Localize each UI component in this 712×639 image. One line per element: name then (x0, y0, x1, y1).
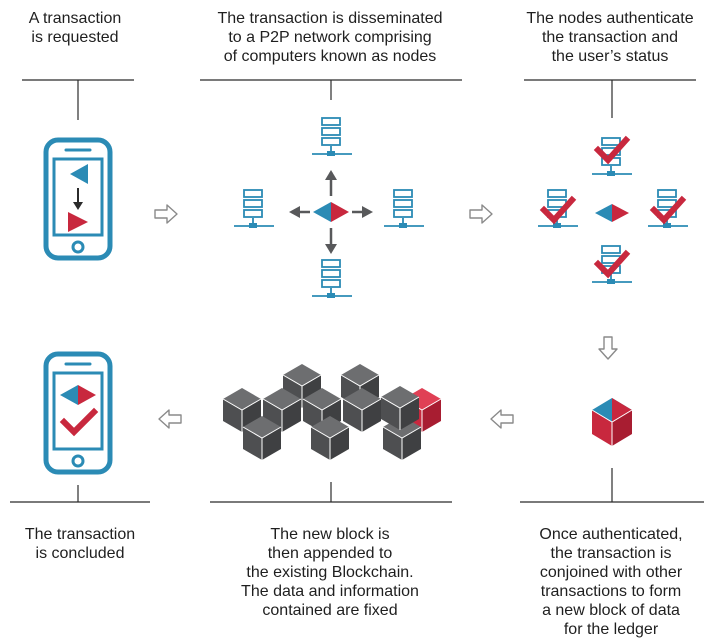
checkmark-icon (59, 407, 99, 437)
p2p-network (233, 117, 425, 299)
new-block-cube-icon (591, 398, 633, 446)
server-node-icon (311, 259, 353, 299)
hollow-arrow-icon-left (490, 409, 514, 429)
server-node-icon (233, 189, 275, 229)
blockchain-cluster (222, 363, 442, 461)
connector-lines-bottom (10, 468, 704, 503)
authenticating-nodes (537, 138, 689, 285)
transaction-diamond-icon (595, 204, 612, 222)
caption-block-formed: Once authenticated, the transaction is c… (539, 526, 683, 638)
hollow-arrow-icon-left (158, 409, 182, 429)
caption-disseminated: The transaction is disseminated to a P2P… (217, 10, 443, 65)
transaction-diamond-icon (313, 202, 331, 222)
caption-requested: A transaction is requested (28, 10, 122, 46)
caption-appended: The new block is then appended to the ex… (241, 526, 419, 619)
smartphone-icon-concluded (43, 351, 113, 475)
smartphone-icon-requested (43, 137, 113, 261)
connector-lines-top (22, 79, 696, 120)
hollow-arrow-icon (469, 204, 493, 224)
hollow-arrow-icon (154, 204, 178, 224)
receive-triangle-icon (68, 212, 88, 232)
server-node-icon (383, 189, 425, 229)
server-node-icon (311, 117, 353, 157)
hollow-arrow-icon-down (598, 336, 618, 360)
send-triangle-icon (70, 164, 88, 184)
transaction-diamond-icon (60, 385, 78, 405)
caption-authenticate: The nodes authenticate the transaction a… (526, 10, 694, 65)
caption-concluded: The transaction is concluded (24, 526, 136, 562)
